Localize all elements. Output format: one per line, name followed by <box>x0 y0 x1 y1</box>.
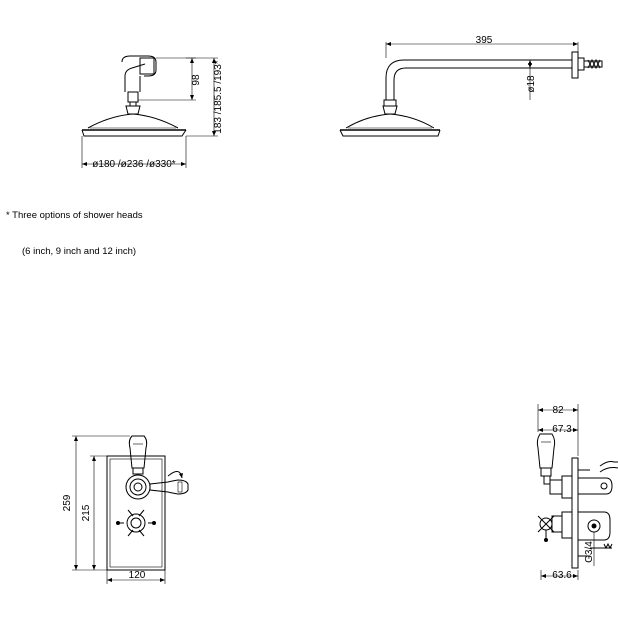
valve-plate-height-label: 215 <box>81 504 92 521</box>
head-height-label: 183 /185.5 /193* <box>213 60 224 134</box>
shower-head-front-view: 98 183 /185.5 /193* ø180 /ø236 /ø330* <box>81 55 224 170</box>
valve-side-view: 82 67.3 G3/4 63.6 <box>536 404 618 581</box>
arm-length-label: 395 <box>476 35 493 46</box>
arm-diameter-label: ø18 <box>526 75 537 93</box>
head-depth-label: 98 <box>191 74 202 86</box>
valve-total-height-label: 259 <box>62 494 73 511</box>
valve-side-depth-label: 82 <box>552 405 564 416</box>
valve-inlet-thread-label: G3/4 <box>584 541 595 563</box>
head-diameter-label: ø180 /ø236 /ø330* <box>92 159 175 170</box>
note-line-1: * Three options of shower heads <box>6 210 143 221</box>
note-line-2: (6 inch, 9 inch and 12 inch) <box>22 246 137 257</box>
shower-arm-side-view: 395 ø18 <box>339 35 603 137</box>
valve-side-projection-label: 67.3 <box>552 424 572 435</box>
valve-front-view: 259 215 120 <box>62 435 189 584</box>
shower-head-options-note: * Three options of shower heads (6 inch,… <box>6 186 143 270</box>
valve-width-label: 120 <box>129 570 146 581</box>
valve-side-bottom-label: 63.6 <box>552 570 572 581</box>
